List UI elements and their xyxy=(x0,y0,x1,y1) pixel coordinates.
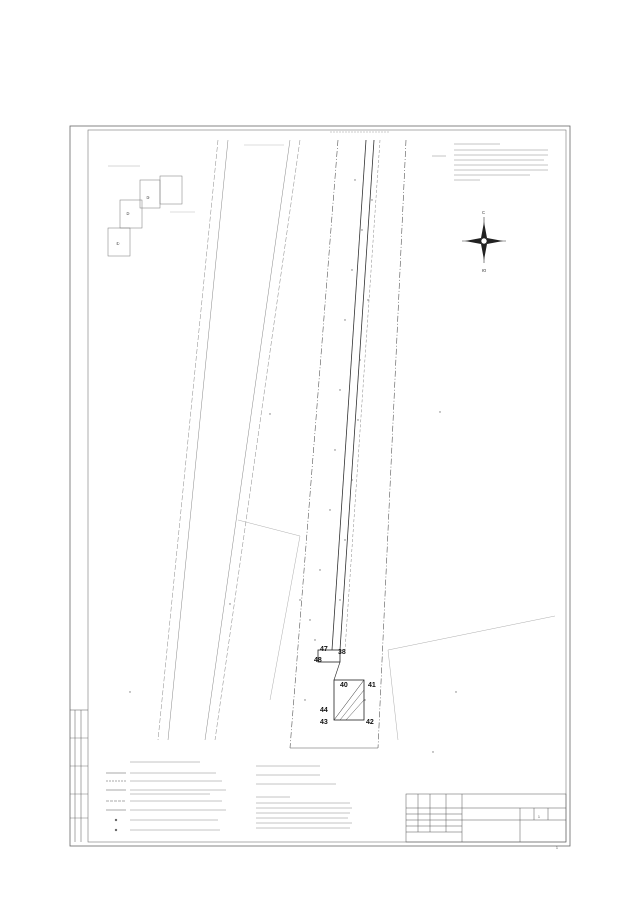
land-plot-detail: 47 38 48 40 41 44 43 42 xyxy=(314,646,376,726)
scheme-box-3 xyxy=(139,179,161,209)
road-corridor xyxy=(157,139,301,741)
sheet-number: 1 xyxy=(556,846,558,850)
scheme-number-3: ③ xyxy=(146,195,150,200)
field-boundaries xyxy=(237,519,556,741)
legend-block xyxy=(106,761,352,832)
title-block xyxy=(405,793,567,843)
point-41: 41 xyxy=(368,682,376,689)
linear-object-strip xyxy=(289,139,407,749)
north-arrow-compass: С Ю xyxy=(462,210,506,273)
sheet-inner-frame xyxy=(87,129,567,843)
sheet-index-scheme: ① ② ③ xyxy=(107,165,195,257)
point-38: 38 xyxy=(338,649,346,656)
scheme-box-2 xyxy=(119,199,143,229)
point-44: 44 xyxy=(320,707,328,714)
south-label: Ю xyxy=(482,268,487,273)
scheme-number-1: ① xyxy=(116,241,120,246)
survey-points xyxy=(129,179,457,753)
binding-strip xyxy=(70,709,88,842)
point-43: 43 xyxy=(320,719,328,726)
north-label: С xyxy=(482,210,485,215)
point-47: 47 xyxy=(320,646,328,653)
scheme-box-1 xyxy=(107,227,131,257)
scheme-box-4 xyxy=(159,175,183,205)
header-note-lines xyxy=(432,143,548,181)
point-48: 48 xyxy=(314,657,322,664)
point-42: 42 xyxy=(366,719,374,726)
title-sheet-cell: 1 xyxy=(538,815,540,819)
point-40: 40 xyxy=(340,682,348,689)
scheme-number-2: ② xyxy=(126,211,130,216)
sheet-outer-frame xyxy=(69,125,571,847)
